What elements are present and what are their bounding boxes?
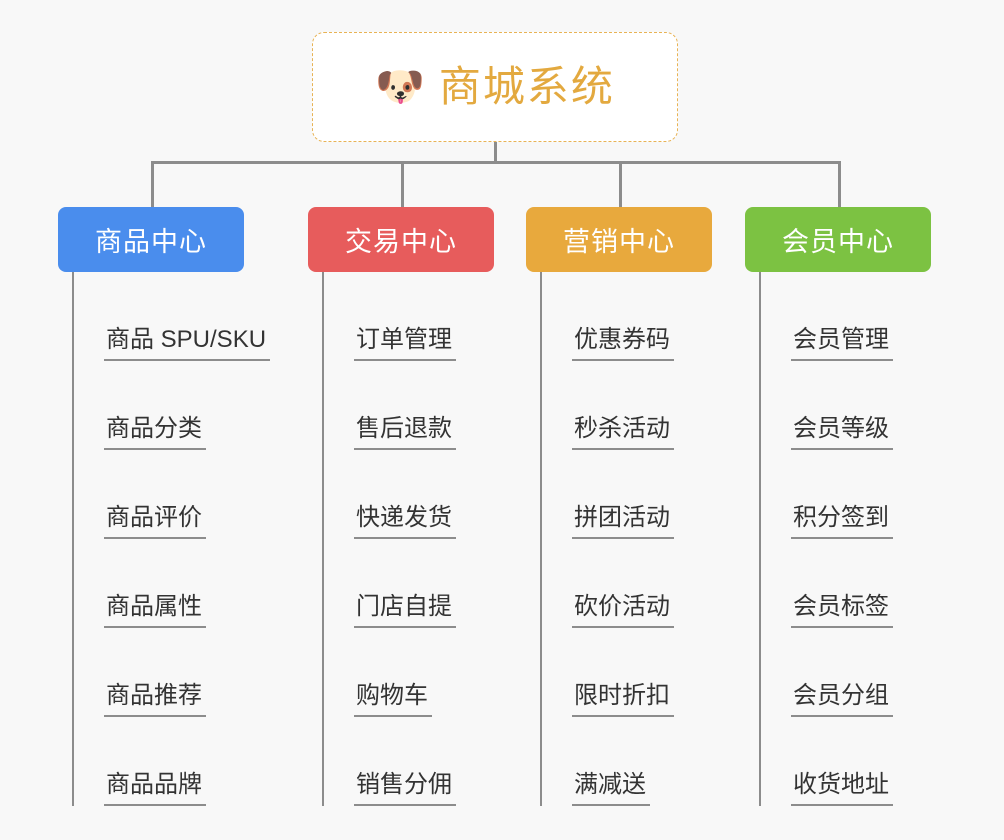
leaf-item[interactable]: 商品属性	[74, 539, 244, 628]
branch-product-center: 商品中心 商品 SPU/SKU 商品分类 商品评价 商品属性 商品推荐 商品品牌	[58, 207, 271, 806]
leaf-label: 商品推荐	[104, 682, 206, 717]
leaf-item[interactable]: 商品分类	[74, 361, 244, 450]
leaf-label: 售后退款	[354, 415, 456, 450]
leaf-label: 订单管理	[354, 326, 456, 361]
connector-drop-3	[619, 161, 622, 207]
leaf-label: 快递发货	[354, 504, 456, 539]
leaf-label: 商品属性	[104, 593, 206, 628]
branch-header-member-center[interactable]: 会员中心	[745, 207, 931, 272]
leaf-item[interactable]: 会员管理	[761, 272, 931, 361]
leaf-item[interactable]: 积分签到	[761, 450, 931, 539]
leaf-label: 商品 SPU/SKU	[104, 326, 271, 361]
leaf-item[interactable]: 拼团活动	[542, 450, 712, 539]
connector-drop-1	[151, 161, 154, 207]
leaf-item[interactable]: 销售分佣	[324, 717, 494, 806]
leaf-item[interactable]: 商品推荐	[74, 628, 244, 717]
leaf-item[interactable]: 商品 SPU/SKU	[74, 272, 271, 361]
leaf-item[interactable]: 会员分组	[761, 628, 931, 717]
leaf-label: 商品评价	[104, 504, 206, 539]
branch-header-product-center[interactable]: 商品中心	[58, 207, 244, 272]
dog-face-icon: 🐶	[375, 65, 425, 109]
leaf-list-trade-center: 订单管理 售后退款 快递发货 门店自提 购物车 销售分佣	[322, 272, 494, 806]
leaf-item[interactable]: 优惠券码	[542, 272, 712, 361]
leaf-label: 门店自提	[354, 593, 456, 628]
leaf-label: 商品品牌	[104, 771, 206, 806]
leaf-label: 拼团活动	[572, 504, 674, 539]
branch-header-marketing-center[interactable]: 营销中心	[526, 207, 712, 272]
leaf-item[interactable]: 快递发货	[324, 450, 494, 539]
connector-drop-4	[838, 161, 841, 207]
leaf-label: 会员管理	[791, 326, 893, 361]
leaf-item[interactable]: 会员标签	[761, 539, 931, 628]
connector-drop-2	[401, 161, 404, 207]
leaf-item[interactable]: 秒杀活动	[542, 361, 712, 450]
leaf-list-marketing-center: 优惠券码 秒杀活动 拼团活动 砍价活动 限时折扣 满减送	[540, 272, 712, 806]
leaf-item[interactable]: 商品品牌	[74, 717, 244, 806]
leaf-label: 限时折扣	[572, 682, 674, 717]
leaf-label: 砍价活动	[572, 593, 674, 628]
leaf-label: 商品分类	[104, 415, 206, 450]
leaf-item[interactable]: 砍价活动	[542, 539, 712, 628]
branch-trade-center: 交易中心 订单管理 售后退款 快递发货 门店自提 购物车 销售分佣	[308, 207, 494, 806]
leaf-item[interactable]: 门店自提	[324, 539, 494, 628]
leaf-list-product-center: 商品 SPU/SKU 商品分类 商品评价 商品属性 商品推荐 商品品牌	[72, 272, 271, 806]
leaf-item[interactable]: 购物车	[324, 628, 494, 717]
connector-horizontal-bus	[151, 161, 840, 164]
leaf-label: 会员标签	[791, 593, 893, 628]
leaf-item[interactable]: 订单管理	[324, 272, 494, 361]
leaf-label: 会员等级	[791, 415, 893, 450]
connector-root-stem	[494, 142, 497, 163]
leaf-item[interactable]: 售后退款	[324, 361, 494, 450]
leaf-item[interactable]: 收货地址	[761, 717, 931, 806]
root-title: 商城系统	[438, 63, 615, 110]
leaf-label: 收货地址	[791, 771, 893, 806]
branch-header-trade-center[interactable]: 交易中心	[308, 207, 494, 272]
branch-member-center: 会员中心 会员管理 会员等级 积分签到 会员标签 会员分组 收货地址	[745, 207, 931, 806]
leaf-item[interactable]: 满减送	[542, 717, 712, 806]
leaf-label: 秒杀活动	[572, 415, 674, 450]
leaf-label: 满减送	[572, 771, 650, 806]
leaf-label: 销售分佣	[354, 771, 456, 806]
leaf-label: 会员分组	[791, 682, 893, 717]
leaf-label: 优惠券码	[572, 326, 674, 361]
leaf-item[interactable]: 会员等级	[761, 361, 931, 450]
branch-marketing-center: 营销中心 优惠券码 秒杀活动 拼团活动 砍价活动 限时折扣 满减送	[526, 207, 712, 806]
root-node[interactable]: 🐶 商城系统	[312, 32, 678, 142]
leaf-label: 购物车	[354, 682, 432, 717]
leaf-list-member-center: 会员管理 会员等级 积分签到 会员标签 会员分组 收货地址	[759, 272, 931, 806]
leaf-item[interactable]: 限时折扣	[542, 628, 712, 717]
leaf-label: 积分签到	[791, 504, 893, 539]
leaf-item[interactable]: 商品评价	[74, 450, 244, 539]
